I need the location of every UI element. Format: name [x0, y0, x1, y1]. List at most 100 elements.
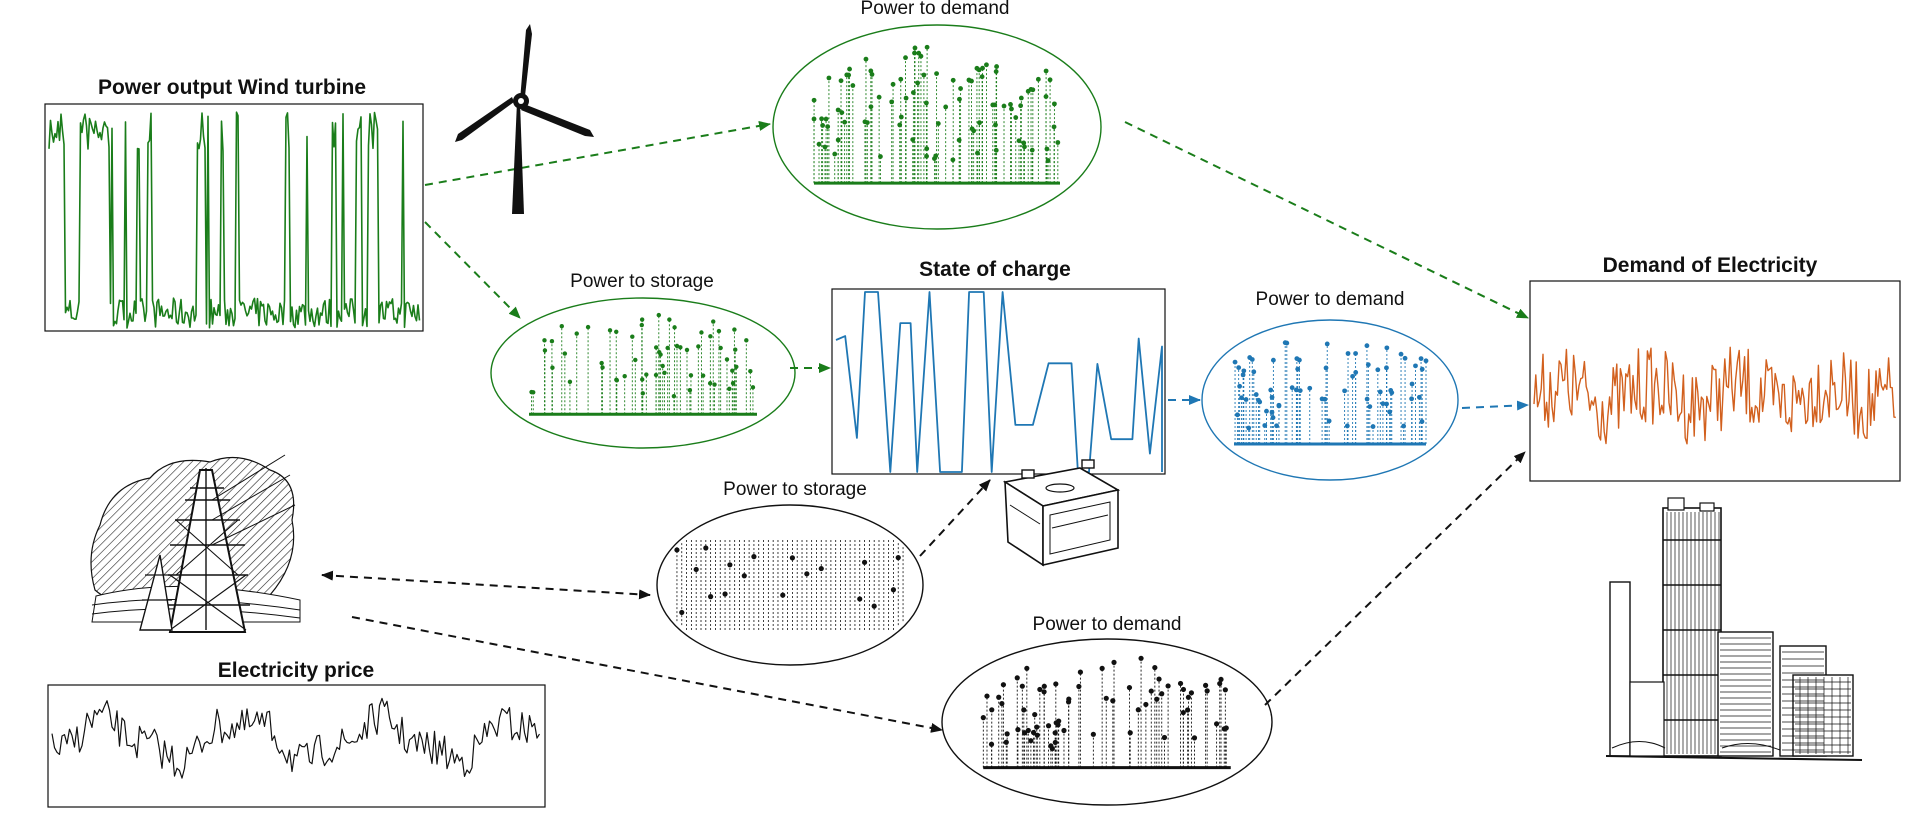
grid-demand-dot: [1159, 691, 1165, 697]
storage-demand-dot: [1387, 409, 1393, 415]
wind-demand-dot: [822, 144, 828, 150]
storage-demand-dot: [1297, 388, 1303, 393]
wind-storage-dot: [733, 347, 738, 352]
wind-demand-dot: [1025, 88, 1031, 94]
wind-demand-dot: [935, 121, 941, 126]
wind-storage-dot: [727, 386, 732, 392]
wind-storage-dot: [744, 338, 749, 343]
grid-demand-dot: [1218, 676, 1224, 683]
wind-demand-dot: [835, 137, 841, 143]
wind-storage-dot: [656, 312, 661, 318]
wind-demand-dot: [912, 50, 917, 56]
wind-storage-dot: [696, 344, 701, 349]
storage-demand-dot: [1262, 423, 1268, 428]
wind-demand-dot: [918, 53, 924, 59]
wind-demand-dot: [868, 104, 874, 110]
state-of-charge-title: State of charge: [919, 258, 1071, 281]
electricity-price-panel: [47, 684, 546, 808]
storage-demand-dot: [1384, 345, 1390, 351]
storage-demand-dot: [1276, 403, 1282, 409]
wind-storage-dot: [574, 331, 579, 336]
wind-storage-dot: [718, 345, 723, 351]
grid-demand-dot: [1045, 723, 1052, 729]
wind-demand-dot: [1043, 94, 1049, 99]
grid-demand-dot: [1111, 659, 1117, 665]
grid-storage-dot: [895, 555, 901, 561]
wind-demand-dot: [1013, 115, 1019, 120]
storage-to-demand-bubble: [1201, 319, 1459, 481]
grid-demand-dot: [1034, 724, 1040, 730]
grid-demand-dot: [1000, 682, 1007, 688]
storage-demand-dot: [1402, 355, 1408, 361]
wind-storage-dot: [711, 319, 716, 324]
wind-demand-dot: [1044, 146, 1050, 152]
wind-to-storage-bubble: [490, 297, 796, 449]
wind-storage-dot: [639, 322, 644, 328]
grid-demand-dot: [1019, 683, 1025, 689]
wind-storage-dot: [660, 363, 665, 369]
storage-demand-dot: [1240, 372, 1246, 378]
grid-demand-dot: [1052, 730, 1058, 736]
wind-demand-dot: [994, 64, 1000, 69]
wind-demand-dot: [924, 153, 929, 159]
wind-demand-dot: [910, 90, 916, 95]
storage-demand-dot: [1241, 368, 1247, 374]
wind-to-storage-label: Power to storage: [570, 271, 714, 292]
wind-demand-dot: [979, 74, 985, 80]
grid-demand-dot: [1154, 696, 1160, 702]
wind-storage-dot: [716, 328, 722, 334]
storage-demand-dot: [1342, 388, 1348, 394]
wind-storage-dot: [559, 323, 564, 329]
wind-demand-dot: [835, 107, 841, 113]
wind-demand-dot: [915, 80, 921, 86]
storage-demand-dot: [1350, 373, 1356, 379]
wind-storage-dot: [562, 351, 568, 356]
wind-demand-dot: [1008, 102, 1013, 107]
wind-demand-dot: [889, 99, 895, 105]
grid-to-demand-stems: [980, 655, 1231, 770]
grid-demand-dot: [1185, 707, 1191, 713]
grid-demand-dot: [1180, 709, 1186, 716]
wind-demand-dot: [898, 114, 904, 120]
wind-storage-dot: [750, 385, 756, 390]
storage-demand-dot: [1370, 424, 1376, 429]
wind-demand-dot: [933, 153, 939, 159]
city-buildings-icon: [1605, 497, 1863, 761]
arrow-grid-to-demand-bubble: [351, 616, 943, 733]
grid-demand-dot: [1077, 669, 1084, 675]
grid-demand-dot: [984, 693, 990, 699]
grid-demand-dot: [1177, 680, 1184, 687]
demand-panel: [1529, 280, 1901, 482]
storage-demand-dot: [1246, 425, 1252, 431]
wind-storage-dot: [550, 365, 555, 370]
wind-storage-dot: [748, 368, 753, 374]
wind-demand-dot: [993, 69, 999, 74]
grid-demand-dot: [1041, 689, 1047, 695]
storage-demand-dot: [1274, 423, 1279, 429]
wind-power-line: [48, 111, 421, 329]
grid-demand-dot: [1028, 738, 1034, 744]
grid-demand-dot: [1161, 734, 1168, 741]
grid-demand-dot: [1148, 688, 1154, 694]
wind-demand-dot: [1022, 144, 1027, 150]
wind-demand-dot: [832, 151, 838, 157]
wind-demand-dot: [823, 116, 829, 122]
wind-storage-dot: [644, 372, 649, 377]
grid-storage-dot: [780, 592, 786, 598]
wind-demand-dot: [816, 141, 822, 147]
grid-to-demand-label: Power to demand: [1033, 614, 1182, 635]
wind-storage-dot: [600, 365, 605, 370]
grid-demand-dot: [1056, 718, 1062, 724]
storage-demand-dot: [1344, 423, 1350, 429]
grid-storage-dot: [679, 609, 685, 616]
wind-demand-dot: [903, 95, 909, 101]
storage-to-demand-stems: [1232, 340, 1429, 446]
wind-storage-dot: [549, 339, 555, 344]
wind-storage-dot: [699, 330, 704, 335]
grid-demand-dot: [1217, 680, 1223, 687]
wind-storage-dot: [671, 394, 677, 399]
storage-demand-dot: [1398, 351, 1404, 357]
grid-demand-dot: [1048, 743, 1054, 749]
grid-demand-dot: [1135, 707, 1141, 713]
wind-storage-dot: [585, 324, 591, 330]
